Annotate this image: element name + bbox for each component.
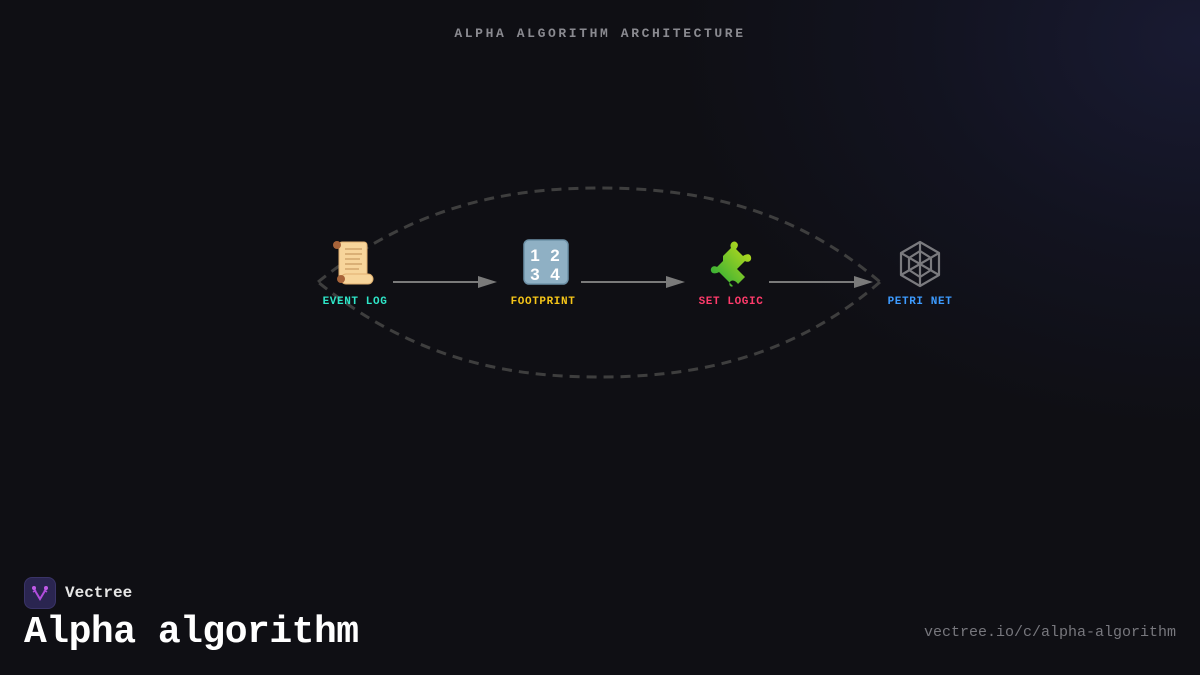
node-label: SET LOGIC — [698, 296, 764, 308]
diagram-title: ALPHA ALGORITHM ARCHITECTURE — [454, 26, 746, 41]
node-set-logic[interactable]: SET LOGIC — [671, 234, 791, 308]
svg-text:3: 3 — [530, 265, 539, 284]
page-url[interactable]: vectree.io/c/alpha-algorithm — [923, 624, 1176, 641]
node-label: FOOTPRINT — [510, 296, 576, 308]
arrow-eventlog-footprint — [393, 276, 497, 288]
node-petri-net[interactable]: PETRI NET — [860, 234, 980, 308]
svg-text:4: 4 — [550, 265, 560, 284]
page-title: Alpha algorithm — [24, 611, 359, 654]
brand-name: Vectree — [65, 584, 133, 602]
dashed-arc-bottom — [317, 280, 881, 379]
arrow-setlogic-petrinet — [769, 276, 873, 288]
node-footprint[interactable]: 1 2 3 4 FOOTPRINT — [483, 234, 603, 308]
node-label: EVENT LOG — [322, 296, 388, 308]
node-event-log[interactable]: EVENT LOG — [295, 234, 415, 308]
numbers-1234-icon: 1 2 3 4 — [523, 239, 569, 285]
svg-text:1: 1 — [530, 246, 539, 265]
node-label: PETRI NET — [887, 296, 953, 308]
puzzle-piece-icon — [710, 241, 752, 287]
vectree-logo-icon — [24, 577, 56, 609]
spider-web-icon — [899, 240, 941, 288]
arrow-footprint-setlogic — [581, 276, 685, 288]
brand[interactable]: Vectree — [24, 577, 132, 609]
dashed-arc-top — [317, 186, 881, 284]
svg-text:2: 2 — [550, 246, 559, 265]
scroll-icon — [333, 241, 374, 285]
